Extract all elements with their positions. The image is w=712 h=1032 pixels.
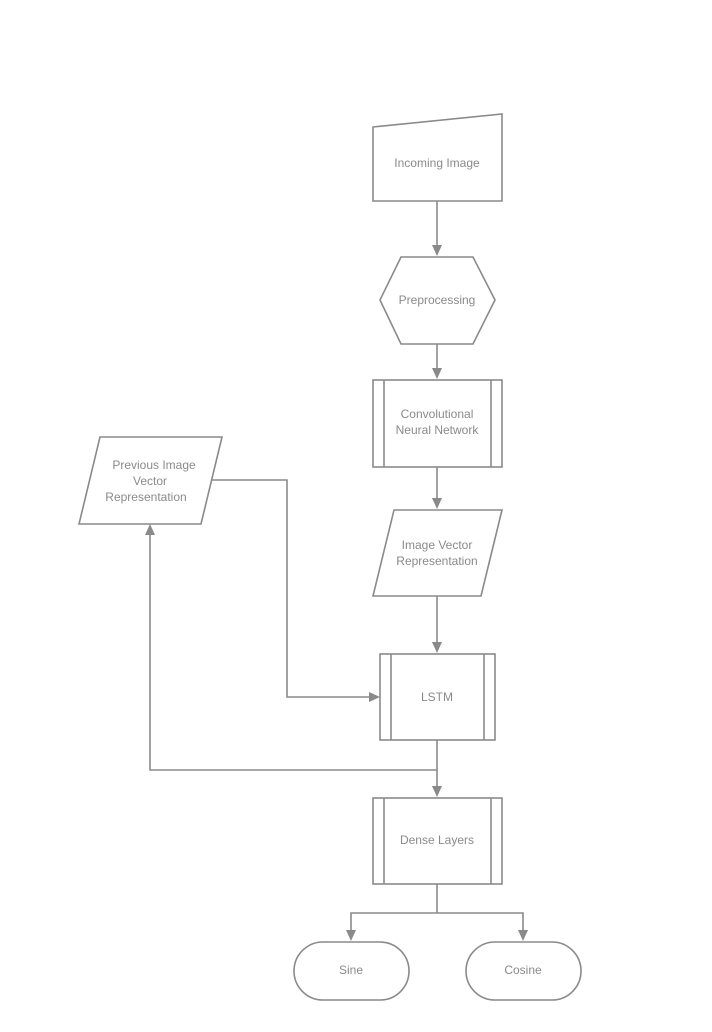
node-label: Cosine	[504, 963, 542, 977]
node-label-line-2: Representation	[396, 554, 477, 568]
arrowhead-sine	[346, 930, 356, 941]
node-label-line-1: Image Vector	[402, 538, 473, 552]
edge-prev-vector-to-lstm	[212, 479, 371, 698]
node-label-line-2: Neural Network	[396, 423, 480, 437]
predefined-process-shape	[379, 653, 496, 741]
node-label: LSTM	[421, 690, 453, 704]
node-cnn: Convolutional Neural Network	[372, 379, 503, 468]
edge-lstm-to-prev-vector	[149, 533, 437, 771]
terminator-shape	[293, 941, 410, 1001]
terminator-shape	[465, 941, 582, 1001]
arrowhead-lstm-left	[369, 692, 380, 702]
node-incoming-image: Incoming Image	[372, 113, 503, 202]
node-label: Dense Layers	[400, 833, 474, 847]
predefined-process-shape	[372, 379, 503, 468]
hexagon-shape	[379, 256, 496, 345]
node-label-line-2: Vector	[133, 474, 167, 488]
predefined-process-shape	[372, 797, 503, 885]
node-image-vector: Image Vector Representation	[371, 509, 504, 597]
manual-input-shape	[372, 113, 503, 202]
arrowhead-prev-vector	[145, 524, 155, 535]
node-cosine: Cosine	[465, 941, 582, 1001]
node-sine: Sine	[293, 941, 410, 1001]
parallelogram-shape	[371, 509, 504, 597]
arrowhead-cosine	[518, 930, 528, 941]
node-dense-layers: Dense Layers	[372, 797, 503, 885]
node-label-line-1: Previous Image	[112, 458, 196, 472]
node-preprocessing: Preprocessing	[379, 256, 496, 345]
arrowhead-preprocessing	[432, 245, 442, 256]
node-prev-vector: Previous Image Vector Representation	[77, 436, 224, 525]
arrowhead-image-vector	[432, 498, 442, 509]
edges	[145, 201, 528, 941]
arrowhead-dense	[432, 786, 442, 797]
node-lstm: LSTM	[379, 653, 496, 741]
node-label: Incoming Image	[394, 156, 480, 170]
node-label-line-3: Representation	[105, 490, 186, 504]
edge-dense-split	[350, 912, 524, 932]
node-label: Preprocessing	[399, 293, 476, 307]
node-label: Sine	[339, 963, 363, 977]
arrowhead-lstm-top	[432, 642, 442, 653]
parallelogram-shape	[77, 436, 224, 525]
node-label-line-1: Convolutional	[401, 407, 474, 421]
arrowhead-cnn	[432, 368, 442, 379]
